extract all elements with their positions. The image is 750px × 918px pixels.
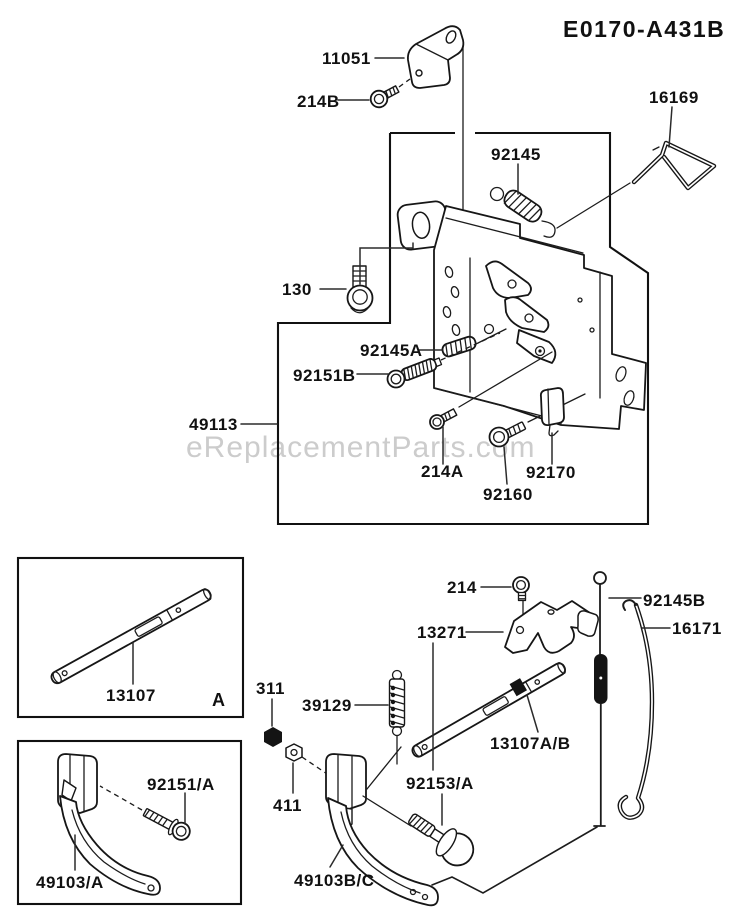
leader-13107AB xyxy=(526,694,539,733)
part-bolt-92153A xyxy=(362,795,475,867)
part-rod-16169 xyxy=(631,140,717,191)
label-39129: 39129 xyxy=(302,696,352,715)
part-plate-13271 xyxy=(504,600,599,654)
label-16169: 16169 xyxy=(649,88,699,107)
part-clamp-92170 xyxy=(539,387,565,437)
part-spring-92145 xyxy=(489,182,631,238)
view-main-assembly: 11051 214B 16169 92145 130 92145A 92151B… xyxy=(189,25,717,526)
label-13271: 13271 xyxy=(417,623,467,642)
part-screw-214 xyxy=(512,576,530,627)
label-411: 411 xyxy=(273,796,302,815)
label-92145B: 92145B xyxy=(643,591,706,610)
label-inset-a: A xyxy=(212,690,226,710)
label-92153A: 92153/A xyxy=(406,774,474,793)
leader-130-elbow xyxy=(359,242,414,285)
leader-16169 xyxy=(668,106,673,148)
part-lever-49103BC xyxy=(325,753,439,907)
part-bolt-130 xyxy=(346,265,374,314)
label-92145A: 92145A xyxy=(360,341,423,360)
part-control-plate-49113 xyxy=(396,200,647,430)
label-49113: 49113 xyxy=(189,415,238,434)
watermark-text: eReplacementParts.com xyxy=(186,431,535,464)
label-11051: 11051 xyxy=(322,49,371,68)
label-92170: 92170 xyxy=(526,463,576,482)
label-49103A: 49103/A xyxy=(36,873,104,892)
part-shaft-13107 xyxy=(50,588,212,685)
label-16171: 16171 xyxy=(672,619,722,638)
part-rod-16171 xyxy=(617,599,655,820)
part-spring-39129 xyxy=(388,669,406,765)
view-lower-assembly: 214 92145B 13271 16171 311 39129 13107A/… xyxy=(256,571,722,907)
leader-92160 xyxy=(503,446,508,485)
inset-box-b: 92151/A 49103/A xyxy=(16,739,243,906)
part-bolt-214A xyxy=(429,351,553,430)
label-92160: 92160 xyxy=(483,485,533,504)
label-92151B: 92151B xyxy=(293,366,356,385)
label-13107AB: 13107A/B xyxy=(490,734,571,753)
part-shaft-13107AB xyxy=(411,662,566,758)
part-bolt-92151A xyxy=(99,785,191,841)
main-box-border-2 xyxy=(276,131,650,526)
label-92151A: 92151/A xyxy=(147,775,215,794)
part-lever-49103A xyxy=(57,753,161,896)
label-130: 130 xyxy=(282,280,312,299)
inset-box-a: 13107 A xyxy=(16,556,245,719)
part-nut-311 xyxy=(264,727,282,747)
leader-49103BC xyxy=(329,844,344,868)
label-214B: 214B xyxy=(297,92,340,111)
diagram-code: E0170-A431B xyxy=(563,16,725,42)
label-214A: 214A xyxy=(421,462,464,481)
label-92145: 92145 xyxy=(491,145,541,164)
assembly-line-shaft xyxy=(366,746,402,790)
part-spring-92145B xyxy=(593,571,608,827)
part-bolt-214B xyxy=(369,78,411,109)
part-bolt-92151B xyxy=(386,332,501,389)
label-13107: 13107 xyxy=(106,686,156,705)
label-49103BC: 49103B/C xyxy=(294,871,375,890)
label-311: 311 xyxy=(256,679,285,698)
break-line xyxy=(431,826,598,894)
part-bracket-11051 xyxy=(407,25,465,89)
label-214: 214 xyxy=(447,578,477,597)
